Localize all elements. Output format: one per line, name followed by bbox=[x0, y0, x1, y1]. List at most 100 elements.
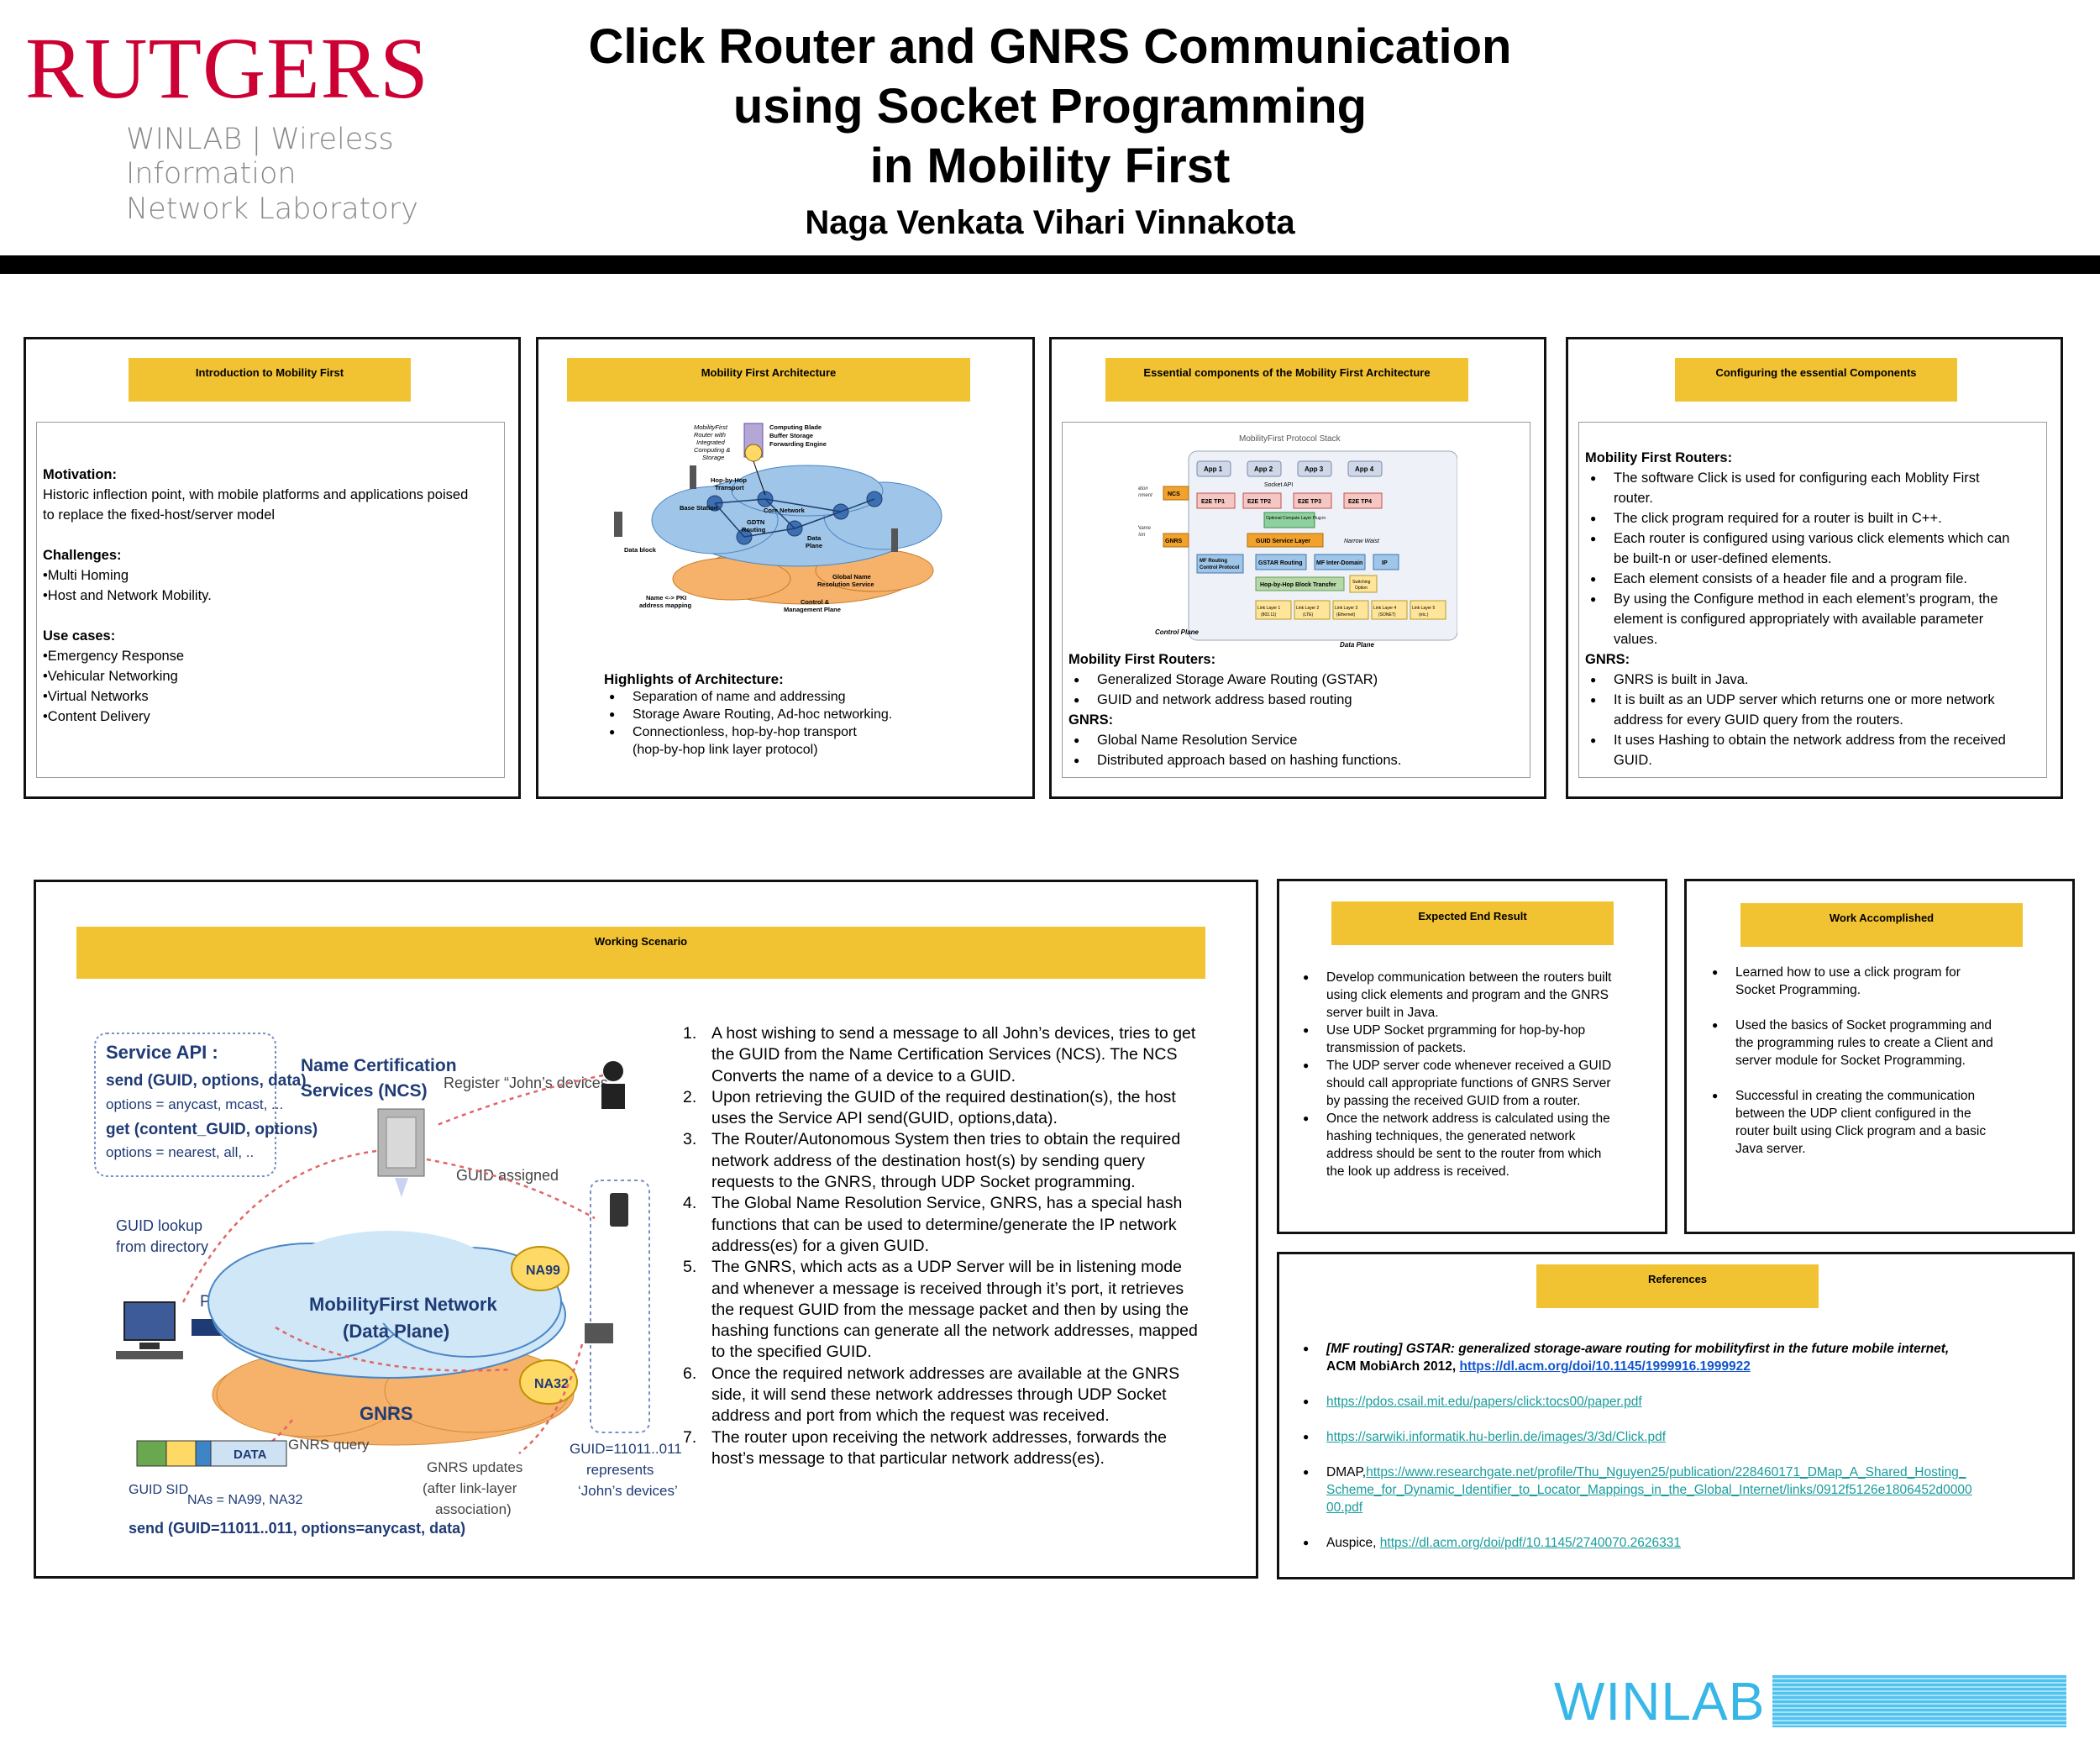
svg-text:(LTE): (LTE) bbox=[1303, 612, 1313, 617]
reference-link[interactable]: https://www.researchgate.net/profile/Thu… bbox=[1366, 1465, 1966, 1479]
working-scenario-diagram: Service API : send (GUID, options, data)… bbox=[94, 1033, 682, 1537]
step-number: 1. bbox=[683, 1024, 697, 1043]
reference-item: DMAP,https://www.researchgate.net/profil… bbox=[1298, 1464, 2062, 1516]
svg-text:Resolution Service: Resolution Service bbox=[817, 581, 874, 588]
reference-link[interactable]: https://dl.acm.org/doi/pdf/10.1145/27400… bbox=[1379, 1536, 1681, 1550]
svg-text:(Ethernet): (Ethernet) bbox=[1336, 612, 1356, 617]
reference-label: DMAP, bbox=[1326, 1465, 1367, 1479]
router-item: GUID and network address based routing bbox=[1068, 690, 1522, 710]
svg-text:Core Network: Core Network bbox=[764, 507, 806, 514]
usecases-heading: Use cases: bbox=[43, 628, 116, 644]
gnrs-item: Global Name Resolution Service bbox=[1068, 730, 1522, 750]
svg-text:Storage: Storage bbox=[702, 454, 724, 461]
list-item-line: between the UDP client configured in the bbox=[1735, 1106, 1971, 1121]
step-text-line: functions that can be used to determine/… bbox=[711, 1215, 1177, 1234]
usecase-item: •Content Delivery bbox=[43, 709, 150, 724]
svg-text:Buffer Storage: Buffer Storage bbox=[769, 432, 813, 439]
step-text-line: requests to the GNRS, through UDP Socket… bbox=[711, 1173, 1136, 1192]
list-item-line: Successful in creating the communication bbox=[1735, 1089, 1976, 1103]
step-text-line: Upon retrieving the GUID of the required… bbox=[711, 1087, 1176, 1106]
logo-wordmark: RUTGERS bbox=[25, 20, 429, 117]
svg-text:GUID SID: GUID SID bbox=[129, 1483, 188, 1497]
svg-text:E2E TP4: E2E TP4 bbox=[1348, 499, 1372, 505]
list-item-line: Used the basics of Socket programming an… bbox=[1735, 1018, 1992, 1033]
reference-link-continued[interactable]: 00.pdf bbox=[1326, 1500, 1363, 1515]
svg-text:Certification: Certification bbox=[1138, 486, 1148, 491]
svg-text:Forwarding Engine: Forwarding Engine bbox=[769, 440, 827, 448]
configuring-content: Mobility First Routers: The software Cli… bbox=[1578, 422, 2047, 778]
svg-text:options = anycast, mcast, ...: options = anycast, mcast, ... bbox=[106, 1096, 283, 1112]
svg-text:Link Layer 5: Link Layer 5 bbox=[1412, 606, 1435, 611]
svg-text:Computing &: Computing & bbox=[694, 446, 730, 454]
svg-text:Register “John’s devices”: Register “John’s devices” bbox=[444, 1075, 613, 1091]
step-text-line: The Router/Autonomous System then tries … bbox=[711, 1130, 1181, 1149]
challenge-item: •Multi Homing bbox=[43, 568, 129, 583]
reference-link[interactable]: https://dl.acm.org/doi/10.1145/1999916.1… bbox=[1459, 1359, 1751, 1374]
svg-text:options = nearest, all, ..: options = nearest, all, .. bbox=[106, 1144, 254, 1160]
svg-text:& Assignment: & Assignment bbox=[1138, 493, 1152, 498]
list-item-line: GNRS is built in Java. bbox=[1614, 672, 1749, 687]
reference-label: Auspice, bbox=[1326, 1536, 1380, 1550]
svg-text:GNRS: GNRS bbox=[360, 1403, 413, 1424]
list-item-line: server module for Socket Programming. bbox=[1735, 1054, 1966, 1068]
list-item-line: element is configured appropriately with… bbox=[1614, 612, 1984, 627]
svg-text:NA32: NA32 bbox=[534, 1377, 569, 1391]
rutgers-winlab-logo: RUTGERS WINLAB | Wireless Information Ne… bbox=[25, 20, 563, 226]
list-item-line: server built in Java. bbox=[1326, 1006, 1439, 1020]
svg-text:Computing Blade: Computing Blade bbox=[769, 423, 822, 431]
usecase-item: •Emergency Response bbox=[43, 649, 185, 664]
svg-text:GDTN: GDTN bbox=[747, 518, 764, 526]
list-item-line: values. bbox=[1614, 632, 1658, 647]
list-item-line: should call appropriate functions of GNR… bbox=[1326, 1076, 1611, 1090]
list-item: By using the Configure method in each el… bbox=[1585, 589, 2046, 649]
svg-text:Base Station: Base Station bbox=[680, 504, 718, 512]
stack-title: MobilityFirst Protocol Stack bbox=[1239, 434, 1341, 444]
scenario-step: 2.Upon retrieving the GUID of the requir… bbox=[683, 1087, 1246, 1130]
reference-item: https://sarwiki.informatik.hu-berlin.de/… bbox=[1298, 1428, 2062, 1446]
svg-text:Optional Compute Layer Plug-in: Optional Compute Layer Plug-in bbox=[1266, 516, 1326, 521]
accomplished-list: Learned how to use a click program forSo… bbox=[1707, 964, 2068, 1158]
scenario-step: 5.The GNRS, which acts as a UDP Server w… bbox=[683, 1257, 1246, 1363]
reference-link[interactable]: https://pdos.csail.mit.edu/papers/click:… bbox=[1326, 1395, 1642, 1409]
svg-text:Control Plane: Control Plane bbox=[1155, 628, 1200, 636]
step-text-line: host’s message to that particular networ… bbox=[711, 1448, 1105, 1468]
list-item: The click program required for a router … bbox=[1585, 508, 2046, 528]
reference-link[interactable]: https://sarwiki.informatik.hu-berlin.de/… bbox=[1326, 1430, 1667, 1444]
references-title: References bbox=[1536, 1264, 1819, 1308]
svg-text:DATA: DATA bbox=[234, 1448, 267, 1462]
svg-text:Link Layer 2: Link Layer 2 bbox=[1296, 606, 1319, 611]
usecase-item: •Virtual Networks bbox=[43, 689, 149, 704]
configuring-panel: Configuring the essential Components Mob… bbox=[1566, 337, 2063, 799]
svg-text:GNRS query: GNRS query bbox=[288, 1437, 370, 1453]
svg-text:GNRS updates: GNRS updates bbox=[427, 1459, 522, 1475]
svg-text:send (GUID=11011..011, options: send (GUID=11011..011, options=anycast, … bbox=[129, 1520, 465, 1537]
svg-text:App 4: App 4 bbox=[1355, 465, 1374, 473]
list-item: Use UDP Socket prgramming for hop-by-hop… bbox=[1298, 1022, 1659, 1057]
svg-text:Hop-by-Hop Block Transfer: Hop-by-Hop Block Transfer bbox=[1260, 582, 1336, 588]
reference-link-continued[interactable]: Scheme_for_Dynamic_Identifier_to_Locator… bbox=[1326, 1483, 1972, 1497]
svg-text:NAs = NA99, NA32: NAs = NA99, NA32 bbox=[187, 1493, 303, 1507]
svg-text:(after link-layer: (after link-layer bbox=[423, 1480, 517, 1496]
reference-venue: ACM MobiArch 2012, bbox=[1326, 1359, 1460, 1374]
motivation-heading: Motivation: bbox=[43, 467, 117, 482]
svg-text:GUID lookup: GUID lookup bbox=[116, 1217, 202, 1234]
list-item-line: be built-n or user-defined elements. bbox=[1614, 551, 1832, 566]
list-item: Used the basics of Socket programming an… bbox=[1707, 1017, 2068, 1069]
logo-subtitle-line2: Network Laboratory bbox=[126, 192, 418, 226]
svg-text:E2E TP1: E2E TP1 bbox=[1201, 499, 1225, 505]
svg-text:Socket API: Socket API bbox=[1264, 482, 1293, 488]
step-text-line: to the specified GUID. bbox=[711, 1343, 872, 1362]
scenario-step: 1.A host wishing to send a message to al… bbox=[683, 1023, 1246, 1087]
svg-text:Data block: Data block bbox=[624, 546, 657, 554]
svg-text:App 3: App 3 bbox=[1305, 465, 1324, 473]
svg-text:from directory: from directory bbox=[116, 1238, 208, 1255]
svg-text:E2E TP3: E2E TP3 bbox=[1298, 499, 1321, 505]
configuring-title: Configuring the essential Components bbox=[1675, 358, 1957, 402]
step-text-line: address and port from which the request … bbox=[711, 1406, 1110, 1426]
svg-text:Option: Option bbox=[1355, 586, 1368, 591]
working-steps-list: 1.A host wishing to send a message to al… bbox=[683, 1023, 1246, 1469]
step-text-line: Once the required network addresses are … bbox=[711, 1364, 1180, 1383]
svg-text:Resolution: Resolution bbox=[1138, 533, 1146, 538]
winlab-footer-logo: WINLAB bbox=[1554, 1672, 2066, 1731]
